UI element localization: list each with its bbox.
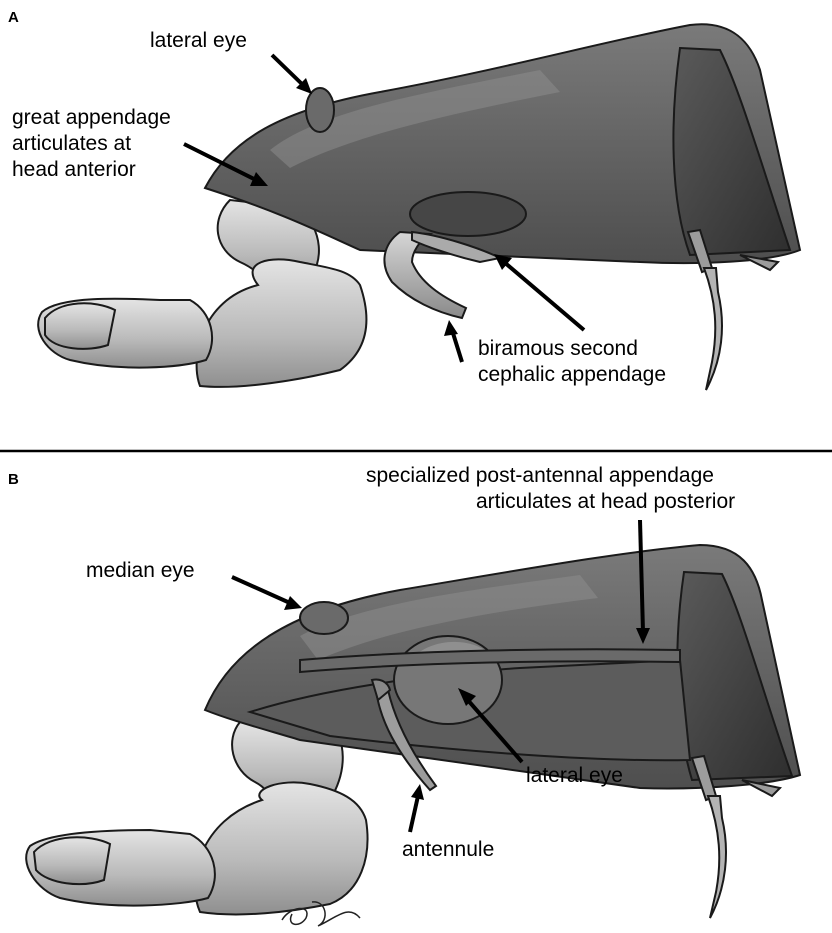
panel-letter-b: B: [8, 471, 19, 488]
label-great-appendage-line1: great appendage: [12, 106, 171, 129]
label-biramous-line2: cephalic appendage: [478, 363, 666, 386]
label-specialized-line2: articulates at head posterior: [476, 490, 735, 513]
animal-b-illustration: [26, 545, 800, 918]
label-biramous-line1: biramous second: [478, 337, 638, 360]
panel-a: A: [8, 9, 800, 390]
great-appendage-b: [26, 722, 367, 914]
label-median-eye-b: median eye: [86, 559, 195, 582]
label-antennule-b: antennule: [402, 838, 494, 861]
arrow-biramous-a: [504, 262, 584, 330]
panel-b: B: [8, 464, 800, 926]
label-lateral-eye-a: lateral eye: [150, 29, 247, 52]
arrow-lateral-eye-a: [272, 55, 304, 86]
label-lateral-eye-b: lateral eye: [526, 764, 623, 787]
label-great-appendage-line3: head anterior: [12, 158, 136, 181]
animal-a-illustration: [38, 24, 800, 390]
arrow-median-eye-b: [232, 577, 290, 603]
median-eye-b: [300, 602, 348, 634]
arrow-antennule-b: [410, 796, 418, 832]
appendage-base-a: [410, 192, 526, 236]
arrow-biramous-tip-a: [452, 330, 462, 362]
lateral-eye-a: [306, 88, 334, 132]
label-specialized-line1: specialized post-antennal appendage: [366, 464, 714, 487]
panel-letter-a: A: [8, 9, 19, 26]
label-great-appendage-line2: articulates at: [12, 132, 131, 155]
